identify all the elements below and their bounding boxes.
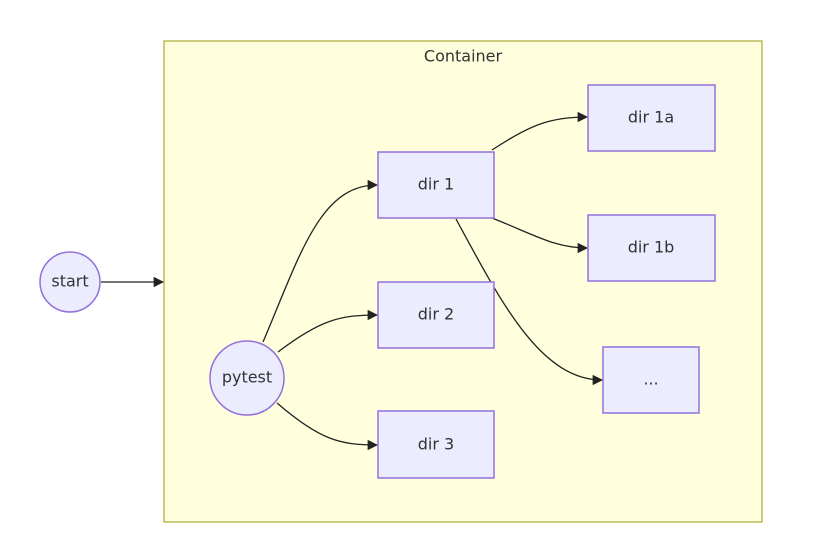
edge-pytest-dir3 [276, 402, 379, 451]
edge-pytest-dir2 [277, 309, 379, 353]
start-circle [39, 251, 101, 313]
dir-3-box [377, 410, 495, 479]
dir-1a-label: dir 1a [628, 108, 674, 127]
dir-1a-box [587, 84, 716, 152]
dir-2-box [377, 281, 495, 349]
pytest-circle [209, 340, 285, 416]
more-box [602, 346, 700, 414]
edge-dir1-dir1b [491, 217, 589, 254]
node-dir-2: dir 2 [377, 281, 495, 349]
node-dir-1b: dir 1b [587, 214, 716, 282]
node-more: ... [602, 346, 700, 414]
dir-3-label: dir 3 [418, 435, 454, 454]
node-pytest: pytest [209, 340, 285, 416]
edge-dir1-more [455, 218, 604, 386]
node-dir-1: dir 1 [377, 151, 495, 219]
more-label: ... [643, 370, 658, 389]
container-label: Container [424, 47, 503, 66]
dir-1b-box [587, 214, 716, 282]
dir-1-label: dir 1 [418, 175, 454, 194]
node-dir-1a: dir 1a [587, 84, 716, 152]
edge-pytest-dir1 [262, 179, 379, 343]
pytest-label: pytest [222, 368, 272, 387]
node-start: start [39, 251, 101, 313]
edges [101, 111, 604, 451]
dir-1b-label: dir 1b [628, 238, 675, 257]
dir-1-box [377, 151, 495, 219]
node-dir-3: dir 3 [377, 410, 495, 479]
dir-2-label: dir 2 [418, 305, 454, 324]
edge-dir1-dir1a [491, 111, 589, 151]
start-label: start [51, 272, 88, 291]
